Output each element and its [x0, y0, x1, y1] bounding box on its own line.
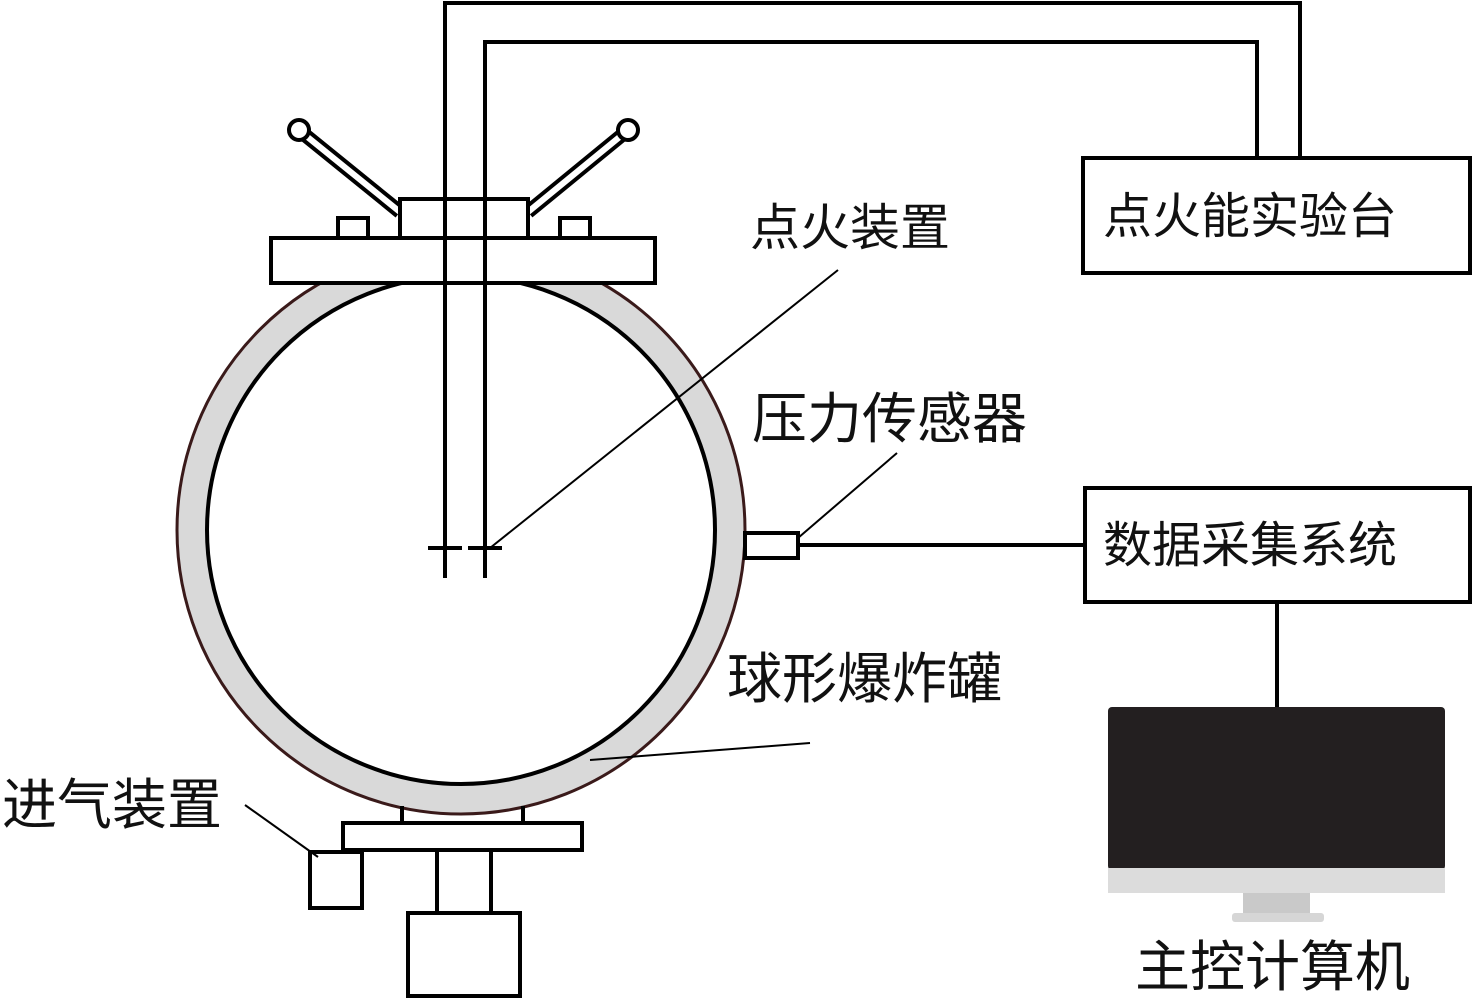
pressure-sensor-body [743, 531, 800, 560]
leader-vessel [589, 742, 811, 761]
label-gas-inlet: 进气装置 [2, 773, 223, 837]
leader-ignition [489, 269, 839, 549]
label-data-acquisition: 数据采集系统 [1103, 517, 1398, 574]
nub-left [336, 216, 370, 240]
label-host-computer: 主控计算机 [1135, 935, 1411, 999]
rod-knob-right [616, 118, 640, 142]
label-pressure-sensor: 压力传感器 [752, 387, 1028, 451]
label-ignition-device: 点火装置 [750, 199, 950, 257]
monitor-icon [1108, 707, 1445, 922]
nub-right [558, 216, 592, 240]
bottom-pipe [435, 848, 493, 915]
bottom-flange [341, 821, 584, 852]
label-spherical-vessel: 球形爆炸罐 [727, 647, 1003, 711]
rod-knob-left [287, 118, 311, 142]
top-flange [269, 236, 657, 285]
ignition-head [398, 197, 530, 240]
label-ignition-energy-bench: 点火能实验台 [1103, 188, 1398, 245]
vessel-inner [205, 274, 717, 786]
leader-sensor [797, 452, 898, 539]
leader-inlet [244, 804, 319, 858]
bottom-valve-box [406, 911, 522, 998]
vessel-wall [178, 247, 744, 813]
ignition-energy-bench-box [1081, 156, 1472, 275]
gas-inlet-box [308, 850, 364, 910]
